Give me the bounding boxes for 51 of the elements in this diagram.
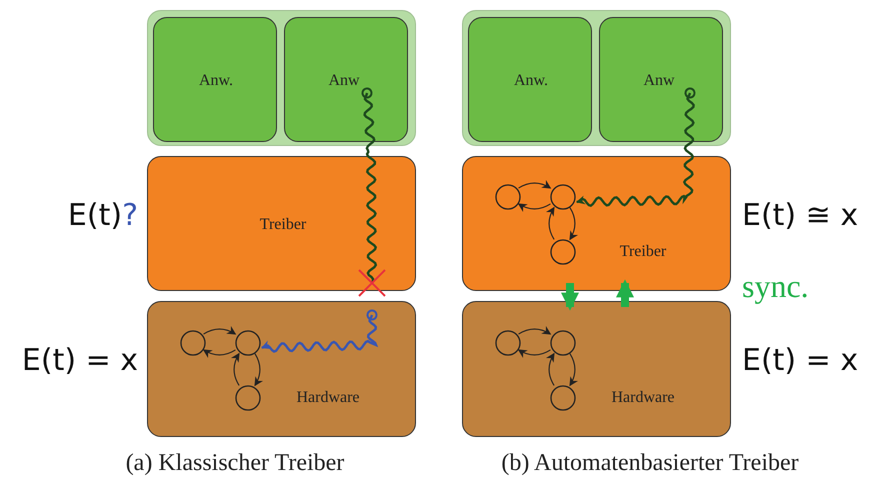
transition-arrow (202, 349, 236, 358)
formula-label: E(t) = x (742, 343, 858, 378)
application-box (153, 17, 277, 142)
sync-arrow (561, 283, 579, 311)
application-box (599, 17, 723, 142)
subfigure-caption: (b) Automatenbasierter Treiber (501, 450, 799, 477)
state-circle (550, 385, 576, 411)
transition-arrow (518, 203, 551, 212)
box-label: Anw (643, 72, 675, 90)
subfigure-caption: (a) Klassischer Treiber (126, 450, 344, 477)
sync-arrow (616, 279, 634, 307)
formula-label: E(t) (68, 198, 122, 233)
application-group (462, 10, 731, 146)
box-label: Hardware (296, 389, 360, 407)
transition-arrow (518, 349, 551, 358)
state-circle (550, 330, 576, 356)
state-circle (235, 385, 261, 411)
box-label: Anw (328, 72, 360, 90)
sync-label: sync. (742, 268, 809, 305)
box-label: Anw. (198, 72, 234, 90)
state-circle (495, 184, 521, 210)
box-label: Treiber (620, 243, 666, 261)
transition-arrow (254, 353, 263, 386)
driver-box (147, 156, 416, 291)
state-circle (495, 330, 521, 356)
state-circle (550, 184, 576, 210)
transition-arrow (546, 352, 555, 386)
question-mark: ? (122, 198, 138, 233)
transition-arrow (518, 326, 552, 335)
transition-arrow (231, 352, 240, 386)
box-label: Anw. (514, 72, 548, 90)
hardware-box (147, 301, 416, 437)
hardware-box (462, 301, 731, 437)
state-circle (235, 330, 261, 356)
formula-label: E(t) = x (22, 343, 138, 378)
box-label: Treiber (260, 216, 306, 234)
state-circle (550, 239, 576, 265)
state-circle (180, 330, 206, 356)
application-box (284, 17, 408, 142)
wavy-arrow (576, 88, 696, 208)
transition-arrow (569, 353, 578, 386)
formula-label: E(t) ≅ x (742, 198, 858, 233)
transition-arrow (569, 207, 578, 240)
application-box (468, 17, 592, 142)
transition-arrow (518, 180, 552, 189)
transition-arrow (546, 206, 555, 240)
wavy-arrow (261, 310, 378, 353)
application-group (147, 10, 416, 146)
transition-arrow (203, 326, 236, 335)
box-label: Hardware (611, 389, 675, 407)
driver-box (462, 156, 731, 291)
